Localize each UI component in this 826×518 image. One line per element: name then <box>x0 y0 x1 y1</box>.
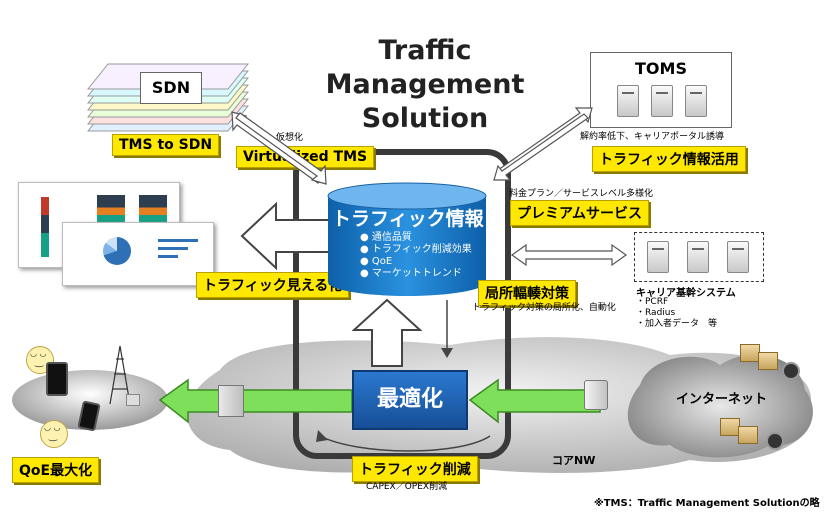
virtualization-caption: 仮想化 <box>276 133 304 143</box>
database-item: ● マーケットトレンド <box>360 268 462 279</box>
database-item: ● トラフィック削減効果 <box>360 244 472 255</box>
database-title: トラフィック情報 <box>332 208 484 230</box>
database-item: ● QoE <box>360 256 393 267</box>
toms-caption: 解約率低下、キャリアポータル誘導 <box>580 132 725 142</box>
carrier-system-title: キャリア基幹システム <box>636 288 736 299</box>
carrier-server-1 <box>647 241 669 273</box>
traffic-visualization-badge: トラフィック見える化 <box>196 272 350 298</box>
content-server-icon <box>720 418 740 436</box>
internet-cloud <box>627 354 813 458</box>
toms-box: TOMS <box>590 52 732 128</box>
qoe-maximize-badge: QoE最大化 <box>12 457 100 483</box>
carrier-item: ・加入者データ 等 <box>636 319 718 329</box>
carrier-system-box <box>634 232 764 282</box>
content-server-icon <box>740 344 760 362</box>
carrier-system-list: ・PCRF ・Radius ・加入者データ 等 <box>636 297 717 330</box>
video-reel-icon <box>766 432 784 450</box>
internet-gateway-appliance <box>584 380 608 410</box>
edge-appliance <box>218 385 244 417</box>
carrier-item: ・Radius <box>636 308 676 318</box>
local-congestion-badge: 局所輻輳対策 <box>478 280 576 306</box>
local-congestion-caption: トラフィック対策の局所化、自動化 <box>472 303 616 313</box>
content-server-icon <box>758 352 778 370</box>
database-item: ● 通信品質 <box>360 232 412 243</box>
dashboard-screenshot-front <box>62 222 214 286</box>
virtualized-tms-badge: Virtualized TMS <box>236 146 375 168</box>
premium-caption: 料金プラン／サービスレベル多様化 <box>509 189 654 199</box>
traffic-info-database <box>327 182 487 296</box>
toms-server-1 <box>617 85 639 117</box>
optimization-box: 最適化 <box>352 370 468 430</box>
smartphone-icon <box>46 362 68 396</box>
carrier-server-2 <box>687 241 709 273</box>
toms-server-2 <box>651 85 673 117</box>
happy-user-icon <box>40 420 68 448</box>
core-network-label: コアNW <box>552 454 596 467</box>
database-item-list: ● 通信品質 ● トラフィック削減効果 ● QoE ● マーケットトレンド <box>360 232 472 280</box>
feedback-up-arrow <box>352 298 422 367</box>
video-reel-icon <box>782 362 800 380</box>
tms-footnote: ※TMS：Traffic Management Solutionの略 <box>594 498 820 509</box>
carrier-item: ・PCRF <box>636 297 669 307</box>
base-station-unit <box>126 394 140 406</box>
content-server-icon <box>738 426 758 444</box>
tms-to-sdn-badge: TMS to SDN <box>112 134 220 156</box>
carrier-server-3 <box>727 241 749 273</box>
traffic-reduction-badge: トラフィック削減 <box>352 456 478 482</box>
diagram-title: Traffic Management Solution <box>325 35 525 134</box>
premium-service-badge: プレミアムサービス <box>510 200 650 226</box>
toms-label: TOMS <box>635 59 687 78</box>
traffic-reduction-caption: CAPEX／OPEX削減 <box>366 482 448 492</box>
sdn-box: SDN <box>140 72 202 104</box>
internet-label: インターネット <box>676 392 768 407</box>
toms-server-3 <box>685 85 707 117</box>
traffic-info-usage-badge: トラフィック情報活用 <box>592 146 746 172</box>
